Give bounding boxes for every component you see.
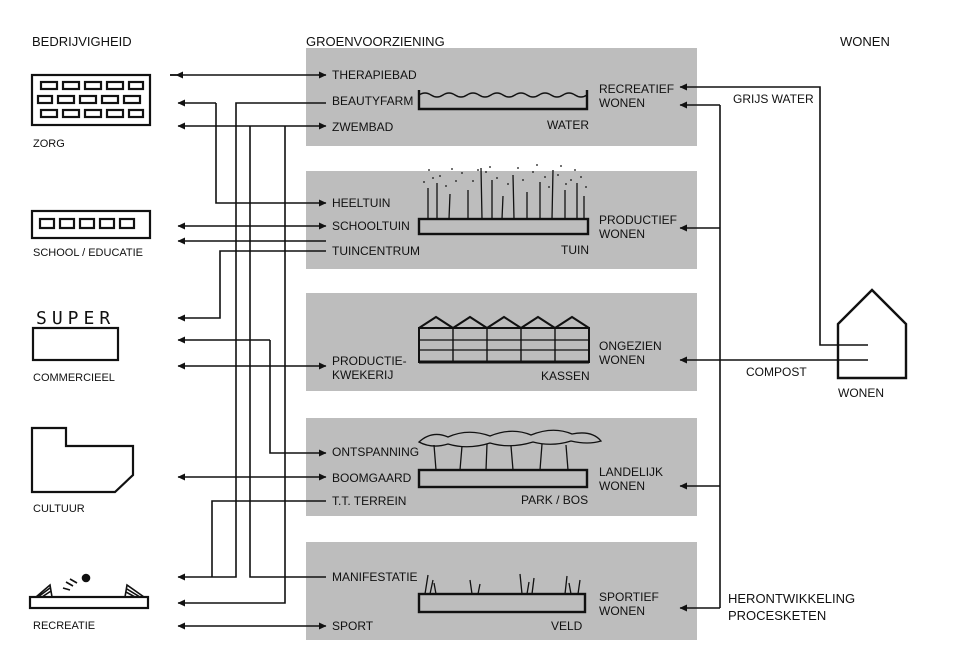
living-productief: PRODUCTIEF WONEN bbox=[599, 213, 677, 241]
sector-label-recreatie: RECREATIE bbox=[33, 620, 96, 632]
panel-water bbox=[306, 48, 697, 146]
recreatie-field-icon bbox=[28, 573, 150, 610]
sector-label-cultuur: CULTUUR bbox=[33, 503, 85, 515]
house-icon bbox=[836, 288, 908, 380]
flow-label-herontwikkeling: HERONTWIKKELING PROCESKETEN bbox=[728, 591, 856, 623]
super-sign: SUPER bbox=[36, 308, 116, 329]
item-therapiebad: THERAPIEBAD bbox=[332, 68, 417, 82]
living-ongezien: ONGEZIEN WONEN bbox=[599, 339, 662, 367]
column-header-wonen: WONEN bbox=[840, 34, 890, 49]
sector-label-school: SCHOOL / EDUCATIE bbox=[33, 247, 144, 259]
item-sport: SPORT bbox=[332, 619, 374, 633]
caption-veld: VELD bbox=[551, 619, 583, 633]
cultuur-building-icon bbox=[30, 426, 135, 494]
zorg-building-icon bbox=[30, 73, 152, 127]
flow-label-compost: COMPOST bbox=[746, 365, 807, 379]
school-building-icon bbox=[30, 209, 152, 240]
item-tt-terrein: T.T. TERREIN bbox=[332, 494, 407, 508]
garden-plants-icon bbox=[417, 164, 590, 236]
sector-label-zorg: ZORG bbox=[33, 138, 65, 150]
item-schooltuin: SCHOOLTUIN bbox=[332, 219, 410, 233]
item-ontspanning: ONTSPANNING bbox=[332, 445, 420, 459]
park-trees-icon bbox=[417, 429, 603, 489]
flow-label-grijs-water: GRIJS WATER bbox=[733, 92, 814, 106]
item-tuincentrum: TUINCENTRUM bbox=[332, 244, 420, 258]
panel-veld bbox=[306, 542, 697, 640]
sport-field-icon bbox=[417, 573, 587, 614]
water-basin-icon bbox=[417, 90, 589, 111]
item-zwembad: ZWEMBAD bbox=[332, 120, 394, 134]
caption-water: WATER bbox=[547, 118, 589, 132]
panel-kassen bbox=[306, 293, 697, 391]
caption-park-bos: PARK / BOS bbox=[521, 493, 589, 507]
house-label: WONEN bbox=[838, 386, 884, 400]
caption-tuin: TUIN bbox=[561, 243, 589, 257]
greenhouse-icon bbox=[418, 315, 590, 364]
caption-kassen: KASSEN bbox=[541, 369, 590, 383]
living-landelijk: LANDELIJK WONEN bbox=[599, 465, 664, 493]
column-header-bedrijvigheid: BEDRIJVIGHEID bbox=[32, 34, 132, 49]
living-recreatief: RECREATIEF WONEN bbox=[599, 82, 675, 110]
item-productiekwekerij: PRODUCTIE- KWEKERIJ bbox=[332, 354, 407, 382]
commercial-building-icon bbox=[31, 326, 120, 362]
item-heeltuin: HEELTUIN bbox=[332, 196, 391, 210]
sector-label-commercieel: COMMERCIEEL bbox=[33, 372, 115, 384]
item-boomgaard: BOOMGAARD bbox=[332, 471, 412, 485]
item-beautyfarm: BEAUTYFARM bbox=[332, 94, 414, 108]
panel-park bbox=[306, 418, 697, 516]
item-manifestatie: MANIFESTATIE bbox=[332, 570, 418, 584]
living-sportief: SPORTIEF WONEN bbox=[599, 590, 659, 618]
column-header-groenvoorziening: GROENVOORZIENING bbox=[306, 34, 445, 49]
